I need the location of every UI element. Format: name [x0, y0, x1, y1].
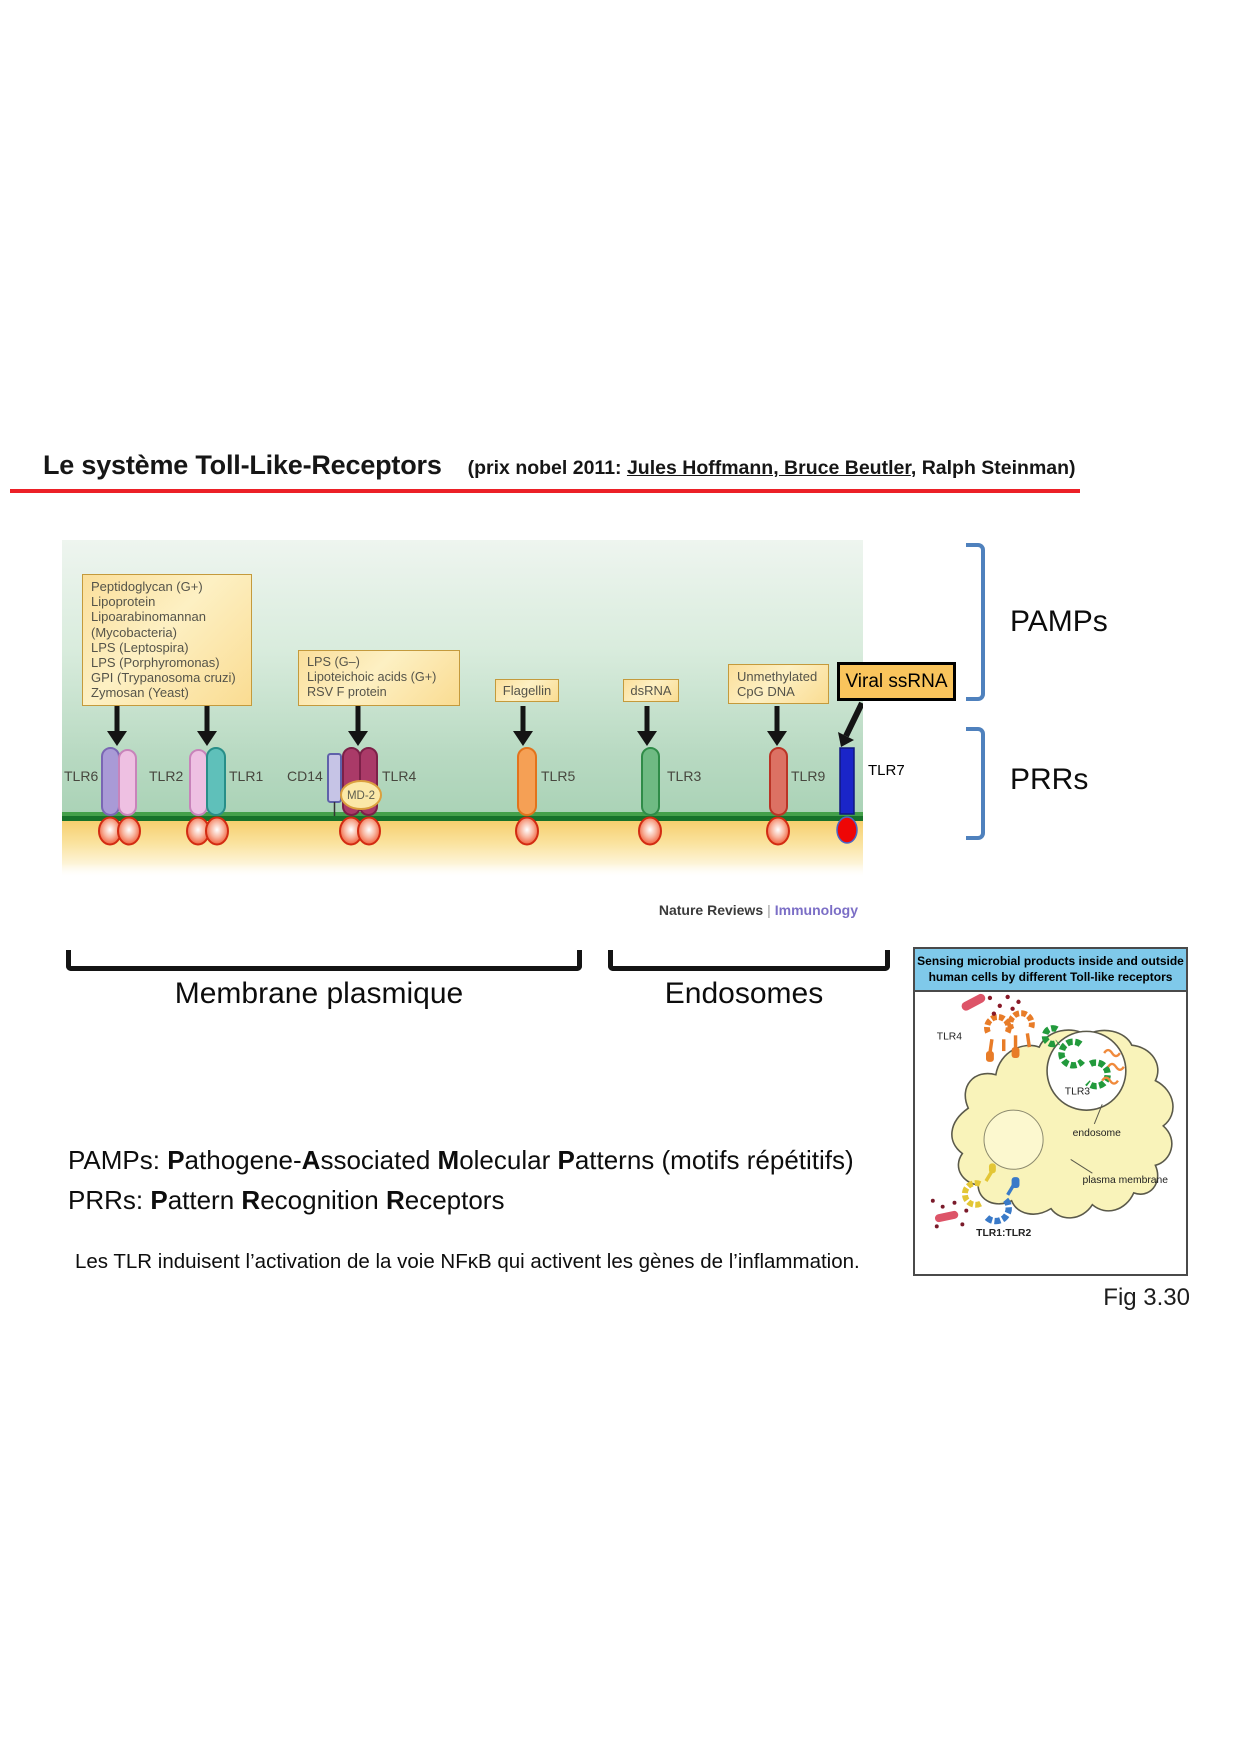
arrow-down-icon — [637, 706, 657, 746]
arrow-down-icon — [197, 706, 217, 746]
receptors: MD-2 — [101, 747, 858, 844]
tlr4-group: TLR4 — [937, 993, 1035, 1062]
credit-separator: | — [767, 902, 771, 918]
tlr3-receptor — [641, 747, 660, 816]
title-main: Le système Toll-Like-Receptors — [43, 450, 442, 480]
ligand-box-dsrna: dsRNA — [623, 679, 679, 703]
ligand-box-tlr6-tlr2: Peptidoglycan (G+) Lipoprotein Lipoarabi… — [82, 574, 252, 706]
arrow-down-icon — [348, 706, 368, 746]
tir-domains — [98, 816, 790, 846]
label-tlr3: TLR3 — [667, 768, 702, 784]
label-tlr5: TLR5 — [541, 768, 576, 784]
nfkb-note: Les TLR induisent l’activation de la voi… — [75, 1250, 860, 1273]
tlr4-horseshoe-icon — [984, 1010, 1035, 1034]
membrane-bracket — [66, 950, 582, 971]
plasma-membrane-band — [62, 812, 863, 821]
md2-molecule: MD-2 — [340, 780, 382, 810]
tlr2-horseshoe-icon — [983, 1197, 1012, 1225]
prrs-bracket — [966, 727, 985, 840]
inset-cell-drawing: TLR3 endosome TLR4 plasma memb — [930, 993, 1174, 1239]
ligand-arrows — [107, 701, 863, 747]
cd14-receptor — [327, 753, 342, 816]
title-sub-prefix: (prix nobel 2011: — [467, 457, 627, 479]
endosomes-label: Endosomes — [664, 977, 824, 1010]
arrow-down-icon — [513, 706, 533, 746]
label-cd14: CD14 — [287, 768, 323, 784]
endosomes-bracket — [608, 950, 890, 971]
endosome-group: TLR3 endosome — [1041, 1025, 1127, 1139]
title-sub-suffix: , Ralph Steinman) — [910, 457, 1076, 479]
pamps-definition: PAMPs: Pathogene-Associated Molecular Pa… — [68, 1145, 854, 1175]
title-underline-rule — [10, 489, 1080, 493]
figure-caption: Fig 3.30 — [1103, 1284, 1190, 1311]
inset-endosome-label: endosome — [1073, 1128, 1121, 1139]
tlr7-receptor — [836, 747, 858, 844]
tlr-diagram: MD-2 Peptidoglycan (G+) Lipoprotein Lipo… — [62, 540, 956, 918]
bacterium-rod-icon — [934, 1210, 959, 1223]
label-tlr1: TLR1 — [229, 768, 264, 784]
inset-plasma-membrane-label: plasma membrane — [1083, 1175, 1169, 1186]
bacterium-rod-icon — [961, 993, 986, 1011]
inset-figure: Sensing microbial products inside and ou… — [913, 947, 1188, 1276]
ligand-box-flagellin: Flagellin — [495, 679, 559, 703]
journal-credit: Nature Reviews|Immunology — [62, 902, 858, 918]
title-sub-laureates: Jules Hoffmann, Bruce Beutler — [626, 457, 911, 479]
pamps-bracket — [966, 543, 985, 701]
label-tlr2: TLR2 — [149, 768, 184, 784]
md2-label: MD-2 — [347, 790, 375, 802]
tlr2-tlr1-receptor — [189, 747, 226, 816]
pamp-dots — [987, 994, 1021, 1016]
tlr1-tlr2-group: TLR1:TLR2 — [930, 1163, 1031, 1239]
tlr6-tlr2-receptor — [101, 747, 137, 816]
label-tlr4: TLR4 — [382, 768, 417, 784]
nucleus — [983, 1109, 1044, 1170]
inset-tlr4-label: TLR4 — [937, 1031, 963, 1042]
arrow-diagonal-icon — [838, 701, 863, 747]
tlr9-receptor — [769, 747, 788, 816]
pamps-label: PAMPs — [1010, 605, 1108, 638]
tlr1-horseshoe-icon — [961, 1180, 984, 1208]
inset-tlr1-tlr2-label: TLR1:TLR2 — [976, 1228, 1031, 1239]
tlr4-anchors — [988, 1033, 1032, 1054]
ligand-box-viral-ssrna: Viral ssRNA — [837, 662, 956, 701]
slide-title: Le système Toll-Like-Receptors (prix nobe… — [43, 450, 1076, 481]
label-tlr6: TLR6 — [64, 768, 99, 784]
arrow-down-icon — [107, 706, 127, 746]
inset-tlr3-label: TLR3 — [1065, 1086, 1091, 1097]
viral-rna-squiggle-icon — [1101, 1048, 1125, 1085]
tlr3-horseshoe-icon — [1041, 1025, 1111, 1090]
endosome-leader-line — [1093, 1104, 1103, 1125]
inset-title: Sensing microbial products inside and ou… — [915, 949, 1186, 992]
ligand-box-cpg-dna: Unmethylated CpG DNA — [728, 664, 829, 705]
label-tlr9: TLR9 — [791, 768, 826, 784]
arrow-down-icon — [767, 706, 787, 746]
membrane-label: Membrane plasmique — [174, 977, 464, 1010]
label-tlr7: TLR7 — [868, 762, 905, 779]
endosome-circle — [1046, 1030, 1127, 1111]
prrs-definition: PRRs: Pattern Recognition Receptors — [68, 1185, 505, 1215]
prrs-label: PRRs — [1010, 763, 1089, 796]
pamp-dots — [930, 1198, 969, 1229]
cytoplasm-band — [62, 821, 863, 878]
tlr5-receptor — [517, 747, 537, 816]
credit-source: Nature Reviews — [658, 902, 764, 918]
credit-journal: Immunology — [774, 902, 858, 918]
ligand-box-tlr4: LPS (G–) Lipoteichoic acids (G+) RSV F p… — [298, 650, 460, 706]
membrane-leader-line — [1070, 1158, 1093, 1174]
